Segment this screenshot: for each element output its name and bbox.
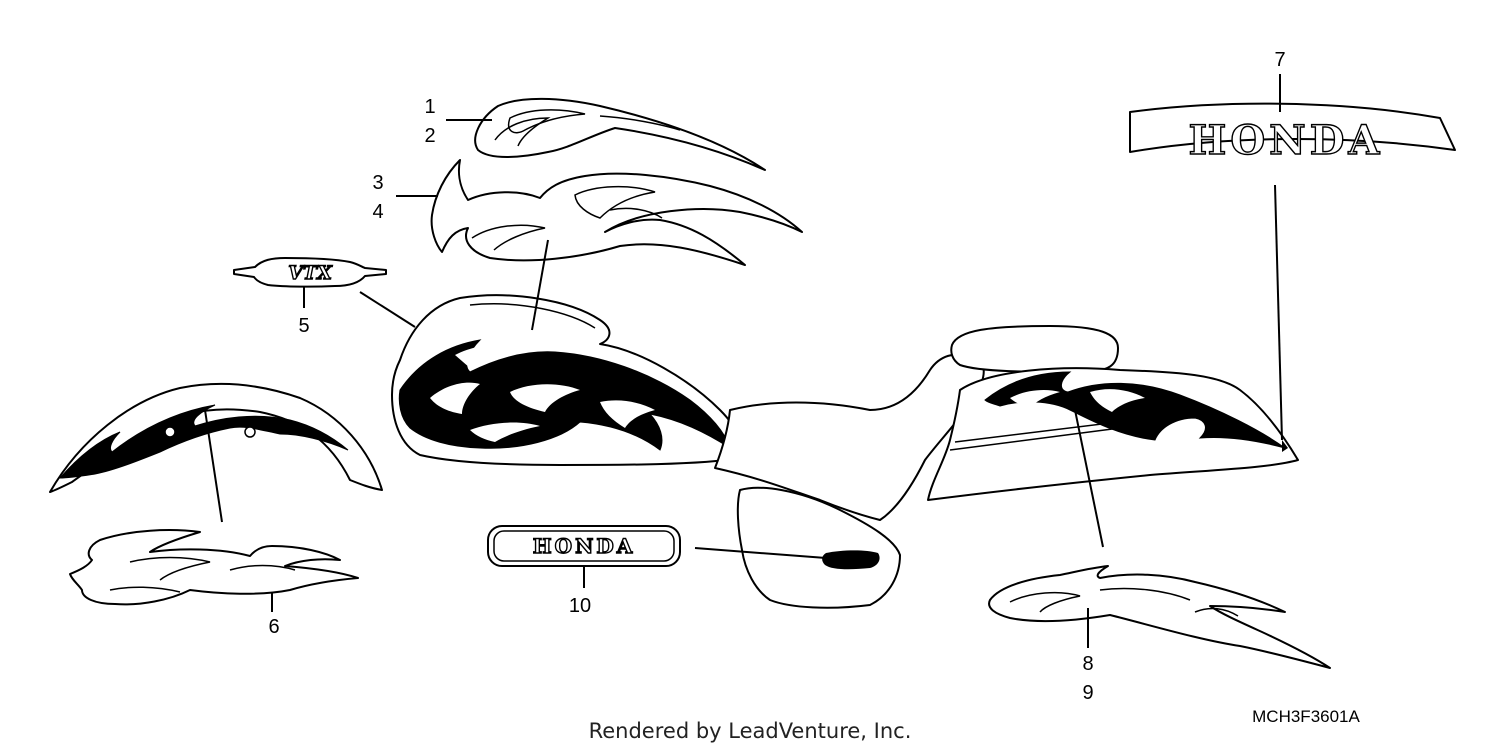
honda-emblem-large[interactable]: HONDA [1129,102,1456,165]
leader-lines [204,74,1283,648]
honda-large-logo-text: HONDA [1189,117,1384,164]
flame-stripe-8-9[interactable] [988,565,1331,669]
callout-1: 1 [424,96,435,118]
fuel-tank[interactable] [391,294,743,466]
callout-2: 2 [424,125,435,147]
callout-3: 3 [372,172,383,194]
rear-fender[interactable] [927,367,1299,501]
callout-6: 6 [268,616,279,638]
front-fender[interactable] [49,382,383,493]
callout-9: 9 [1082,682,1093,704]
vtx-emblem[interactable]: VTX [233,257,387,288]
diagram-code: MCH3F3601A [1252,707,1360,726]
callout-8: 8 [1082,653,1093,675]
seat[interactable] [714,325,1119,521]
flame-stripe-3-4[interactable] [430,159,803,266]
callout-4: 4 [372,201,383,223]
callout-5: 5 [298,315,309,337]
flame-stripe-1-2[interactable] [474,97,766,171]
callouts: 1 2 3 4 5 6 7 8 9 10 [268,49,1285,704]
vtx-logo-text: VTX [288,262,333,284]
honda-emblem-small[interactable]: HONDA [487,525,681,567]
flame-stripe-6[interactable] [69,529,359,606]
honda-small-logo-text: HONDA [533,534,635,558]
footer-credit: Rendered by LeadVenture, Inc. [589,719,912,743]
callout-7: 7 [1274,49,1285,71]
callout-10: 10 [569,595,591,617]
